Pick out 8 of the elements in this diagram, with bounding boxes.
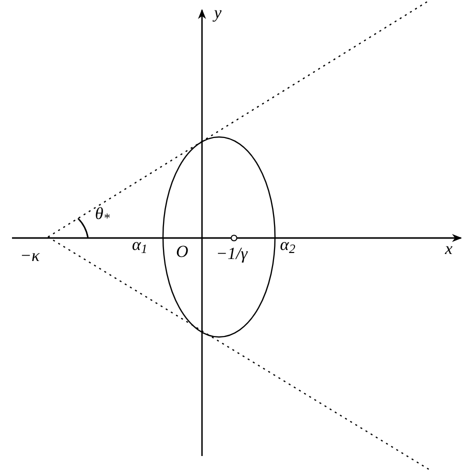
- math-label: y: [214, 4, 222, 21]
- math-label: −1/γ: [216, 245, 248, 262]
- math-label: α$_{2}$: [280, 236, 296, 253]
- math-label: −κ: [20, 247, 40, 264]
- math-label: α$_{1}$: [132, 236, 148, 253]
- math-label: x: [445, 240, 453, 257]
- math-label: θ$_{*}$: [95, 205, 110, 222]
- math-label: O: [176, 243, 188, 260]
